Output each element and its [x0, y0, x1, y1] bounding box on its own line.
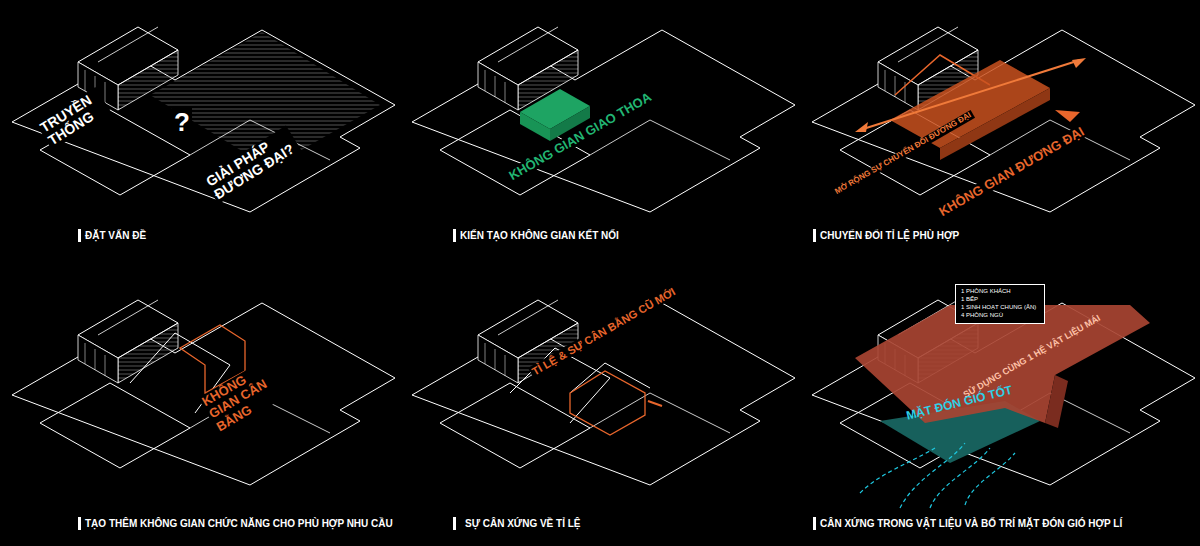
- drawing-g: [412, 27, 795, 242]
- panel-caption: TẠO THÊM KHÔNG GIAN CHỨC NĂNG CHO PHÙ HỢ…: [85, 518, 393, 529]
- drawing-polygon: [570, 371, 645, 435]
- panel-caption: CHUYỂN ĐỔI TỈ LỆ PHÙ HỢP: [820, 230, 959, 241]
- concept-label: SỬ DỤNG CÙNG 1 HỆ VẬT LIỆU MÁI: [962, 314, 1102, 401]
- panel-caption: CÂN XỨNG TRONG VẬT LIỆU VÀ BỐ TRÍ MẶT ĐÓ…: [820, 518, 1122, 529]
- drawing-rect: [453, 517, 456, 530]
- drawing-rect: [453, 229, 456, 242]
- concept-label: MẶT ĐÓN GIÓ TỐT: [905, 384, 1014, 423]
- drawing-rect: [78, 517, 81, 530]
- drawing-polygon: [1045, 375, 1068, 428]
- drawing-rect: [813, 517, 816, 530]
- drawing-use: [78, 300, 178, 383]
- room-item: 1 BẾP: [961, 295, 1039, 303]
- room-item: 1 PHÒNG KHÁCH: [961, 287, 1039, 295]
- room-item: 4 PHÒNG NGỦ: [961, 311, 1039, 319]
- concept-label: TỈ LỆ & SỰ CÂN BẰNG CŨ MỚI: [528, 284, 679, 378]
- concept-label: KHÔNG GIAN GIAO THOA: [505, 89, 656, 184]
- room-item: 1 SINH HOẠT CHUNG (ĂN): [961, 303, 1039, 311]
- drawing-use: [12, 303, 395, 485]
- drawing-g: [12, 300, 395, 530]
- drawing-path: [860, 448, 935, 493]
- drawing-use: [412, 30, 795, 212]
- drawing-rect: [813, 229, 816, 242]
- drawing-path: [965, 453, 1015, 505]
- drawing-rect: [78, 229, 81, 242]
- drawing-g: [812, 300, 1195, 530]
- drawing-use: [12, 30, 395, 212]
- concept-label: KHÔNG GIAN CÂN BẰNG: [198, 354, 296, 435]
- panel-caption: ?: [172, 108, 192, 137]
- drawing-g: [12, 27, 395, 242]
- drawing-polygon: [1055, 110, 1080, 122]
- drawing-use: [812, 303, 1195, 485]
- concept-label: TRUYỀN THỐNG: [36, 87, 112, 150]
- drawing-g: [812, 27, 1195, 242]
- drawing-line: [648, 401, 662, 406]
- concept-label: GIẢI PHÁP ĐƯƠNG ĐẠI?: [202, 126, 302, 205]
- drawing-path: [900, 443, 965, 508]
- drawing-polygon: [1072, 58, 1086, 68]
- panel-caption: SỰ CÂN XỨNG VỀ TỈ LỆ: [465, 518, 581, 529]
- drawing-polygon: [855, 122, 868, 132]
- drawing-use: [478, 300, 578, 383]
- drawing-path: [930, 448, 990, 508]
- panel-caption: KIẾN TẠO KHÔNG GIAN KẾT NỐI: [460, 230, 619, 241]
- concept-label: KHÔNG GIAN ĐƯƠNG ĐẠI: [935, 124, 1088, 221]
- panel-caption: ĐẶT VẤN ĐỀ: [85, 230, 146, 241]
- room-list-box: 1 PHÒNG KHÁCH1 BẾP1 SINH HOẠT CHUNG (ĂN)…: [955, 284, 1045, 324]
- concept-label: MỞ RỘNG SỰ CHUYỂN ĐỔI ĐƯƠNG ĐẠI: [832, 110, 975, 198]
- drawing-polygon: [520, 112, 550, 141]
